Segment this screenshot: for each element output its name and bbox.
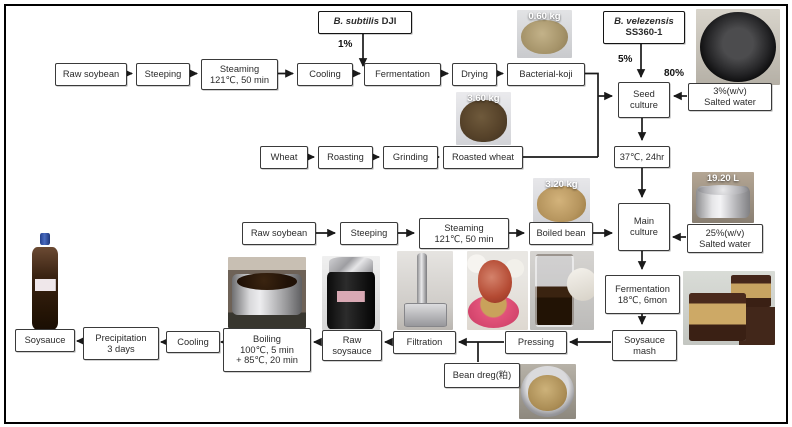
box-label: Steaming 121℃, 50 min [209, 63, 270, 85]
photo-weight-label: 3.60 kg [467, 93, 500, 104]
inoculation-rate-subtilis: 1% [338, 39, 353, 50]
flow-box-main-culture: Main culture [618, 203, 670, 251]
photo-fermentation-tubs [683, 271, 775, 345]
photo-volume-label: 19.20 L [706, 173, 740, 184]
flow-box-steaming-2: Steaming 121℃, 50 min [419, 218, 509, 249]
box-label: Cooling [177, 336, 209, 347]
box-label: Steaming 121℃, 50 min [434, 222, 494, 244]
box-label: Roasting [327, 152, 364, 163]
flow-box-precipitation: Precipitation 3 days [83, 327, 159, 360]
box-label: Grinding [392, 152, 429, 163]
flow-box-b-subtilis-dji: B. subtilis DJI [318, 11, 412, 34]
box-label: Raw soybean [250, 228, 308, 239]
flow-box-roasted-wheat: Roasted wheat [443, 146, 523, 169]
photo-weight-label: 0.60 kg [528, 11, 561, 22]
inoculation-rate-velezensis: 5% [618, 54, 633, 65]
box-label: Roasted wheat [451, 152, 515, 163]
flow-box-salted-water-25: 25%(w/v) Salted water [687, 224, 763, 253]
photo-bacterial-koji-sample: 0.60 kg [517, 10, 572, 58]
flow-box-wheat: Wheat [260, 146, 308, 169]
flow-box-bacterial-koji: Bacterial-koji [507, 63, 585, 86]
box-label: 37℃, 24hr [619, 151, 665, 162]
flow-box-fermentation-18: Fermentation 18℃, 6mon [605, 275, 680, 314]
photo-soysauce-bottle [27, 233, 63, 330]
flow-box-cooling-1: Cooling [297, 63, 353, 86]
photo-boiling-pot [228, 257, 306, 328]
photo-weight-label: 3.20 kg [545, 179, 578, 190]
flow-box-bean-dreg: Bean dreg(粕) [444, 363, 520, 388]
photo-salted-water-bowl [696, 9, 780, 85]
box-label: Pressing [517, 337, 555, 348]
flow-box-steaming-1: Steaming 121℃, 50 min [201, 59, 278, 90]
box-label: Raw soybean [62, 69, 120, 80]
box-label: Drying [461, 69, 488, 80]
strain-label: B. subtilis DJI [332, 16, 399, 28]
photo-roasted-wheat-sample: 3.60 kg [456, 92, 511, 145]
box-label: Precipitation 3 days [95, 332, 147, 354]
photo-raw-soysauce-container [322, 256, 380, 330]
flow-box-boiling: Boiling 100℃, 5 min + 85℃, 20 min [223, 328, 311, 372]
connector-lines [75, 32, 687, 362]
photo-pressing-work [467, 251, 528, 330]
flow-box-raw-soybean-2: Raw soybean [242, 222, 316, 245]
box-label: Soysauce mash [624, 334, 665, 356]
flow-box-boiled-bean: Boiled bean [529, 222, 593, 245]
strain-code: SS360-1 [625, 26, 663, 38]
photo-bean-dreg-bowl [519, 364, 576, 419]
box-label: Wheat [270, 152, 298, 163]
flow-box-fermentation-1: Fermentation [364, 63, 441, 86]
flow-box-pressing: Pressing [505, 331, 567, 354]
flow-box-incubation-37: 37℃, 24hr [614, 146, 670, 168]
flow-box-filtration: Filtration [393, 331, 456, 354]
flow-box-seed-culture: Seed culture [618, 82, 670, 118]
strain-code: DJI [381, 16, 397, 28]
flow-box-steeping-1: Steeping [136, 63, 190, 86]
photo-salted-water-pot: 19.20 L [692, 172, 754, 223]
box-label: Fermentation 18℃, 6mon [615, 283, 670, 305]
flow-box-soysauce: Soysauce [15, 329, 75, 352]
flow-box-raw-soybean-1: Raw soybean [55, 63, 127, 86]
box-label: 3%(w/v) Salted water [704, 86, 756, 107]
box-label: Seed culture [630, 89, 658, 110]
flow-box-cooling-2: Cooling [166, 331, 220, 353]
box-label: Bacterial-koji [519, 69, 573, 80]
box-label: Main culture [630, 216, 658, 237]
box-label: Raw soysauce [332, 334, 372, 356]
figure-border [4, 4, 788, 424]
box-label: Bean dreg(粕) [452, 370, 512, 381]
box-label: Steeping [350, 228, 388, 239]
salted-water-rate: 80% [664, 68, 685, 79]
photo-pressed-soysauce-beaker [530, 251, 594, 330]
flow-box-drying: Drying [452, 63, 497, 86]
species-name: B. subtilis [333, 16, 379, 28]
species-name: B. velezensis [614, 15, 674, 27]
flow-box-roasting: Roasting [318, 146, 373, 169]
flow-box-grinding: Grinding [383, 146, 438, 169]
box-label: Fermentation [375, 69, 430, 80]
flow-box-soysauce-mash: Soysauce mash [612, 330, 677, 361]
box-label: 25%(w/v) Salted water [699, 227, 751, 249]
box-label: Boiled bean [536, 228, 586, 239]
photo-boiled-bean-sample: 3.20 kg [533, 178, 590, 225]
box-label: Cooling [309, 69, 341, 80]
box-label: Filtration [406, 337, 443, 348]
box-label: Steeping [144, 69, 182, 80]
flow-box-steeping-2: Steeping [340, 222, 398, 245]
flow-box-salted-water-3: 3%(w/v) Salted water [688, 83, 772, 111]
box-label: Soysauce [24, 335, 66, 346]
box-label: Boiling 100℃, 5 min + 85℃, 20 min [236, 333, 298, 366]
photo-filtration-machine [397, 251, 453, 330]
flow-box-raw-soysauce: Raw soysauce [322, 330, 382, 361]
